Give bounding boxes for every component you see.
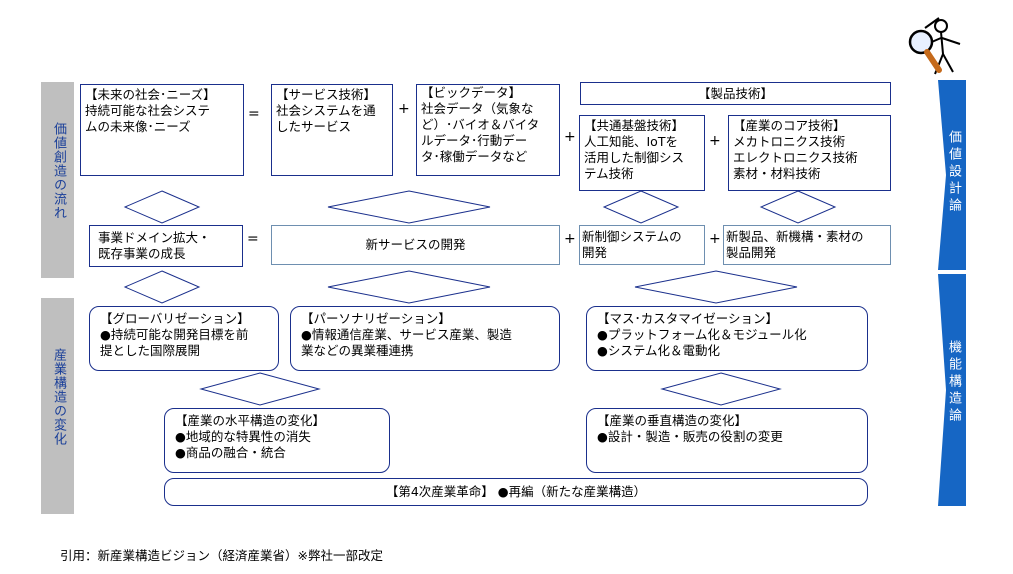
common-tech-box: 【共通基盤技術】 人工知能、IoTを 活用した制御シス テム技術 bbox=[579, 115, 705, 191]
horizontal-structure-line: ●商品の融合・統合 bbox=[175, 445, 286, 460]
future-society-line: ムの未来像･ニーズ bbox=[85, 119, 191, 134]
tab-value-design bbox=[938, 80, 966, 270]
new-control-line: 開発 bbox=[582, 245, 608, 260]
domain-expansion-box: 事業ドメイン拡大・ 既存事業の成長 bbox=[89, 225, 243, 267]
core-tech-line: エレクトロニクス技術 bbox=[733, 150, 858, 165]
tab-function-structure bbox=[938, 274, 966, 506]
mass-customization-line: ●システム化＆電動化 bbox=[597, 343, 721, 358]
future-society-heading: 【未来の社会･ニーズ】 bbox=[85, 87, 216, 102]
plus-operator: + bbox=[564, 129, 576, 145]
flow-diamond bbox=[123, 270, 201, 304]
new-product-line: 新製品、新機構・素材の bbox=[726, 229, 864, 244]
big-data-line: ど）･バイオ＆バイタ bbox=[421, 117, 540, 132]
horizontal-structure-heading: 【産業の水平構造の変化】 bbox=[175, 413, 326, 428]
globalization-heading: 【グローバリゼーション】 bbox=[100, 311, 250, 326]
industrial-revolution-box: 【第4次産業革命】 ●再編（新たな産業構造） bbox=[164, 478, 868, 506]
core-tech-line: 素材・材料技術 bbox=[733, 166, 821, 181]
citation-text: 引用：新産業構造ビジョン（経済産業省）※弊社一部改定 bbox=[60, 548, 383, 563]
vertical-structure-line: ●設計・製造・販売の役割の変更 bbox=[597, 429, 783, 444]
core-tech-box: 【産業のコア技術】 メカトロニクス技術 エレクトロニクス技術 素材・材料技術 bbox=[728, 115, 891, 191]
big-data-line: タ･稼働データなど bbox=[421, 149, 528, 164]
new-control-box: 新制御システムの 開発 bbox=[579, 225, 705, 265]
horizontal-structure-box: 【産業の水平構造の変化】 ●地域的な特異性の消失 ●商品の融合・統合 bbox=[164, 408, 390, 473]
mass-customization-box: 【マス･カスタマイゼーション】 ●プラットフォーム化＆モジュール化 ●システム化… bbox=[586, 306, 868, 371]
plus-operator: + bbox=[709, 231, 721, 247]
big-data-box: 【ビックデータ】 社会データ（気象な ど）･バイオ＆バイタ ルデータ･行動デー … bbox=[416, 84, 560, 176]
new-service-label: 新サービスの開発 bbox=[365, 237, 466, 252]
new-product-line: 製品開発 bbox=[726, 245, 777, 260]
flow-diamond bbox=[602, 190, 680, 224]
globalization-line: ●持続可能な開発目標を前 bbox=[100, 327, 249, 342]
plus-operator: + bbox=[564, 231, 576, 247]
flow-diamond bbox=[327, 270, 491, 304]
equals-operator: = bbox=[247, 231, 259, 247]
personalization-heading: 【パーソナリゼーション】 bbox=[301, 311, 451, 326]
common-tech-line: テム技術 bbox=[584, 166, 634, 181]
globalization-box: 【グローバリゼーション】 ●持続可能な開発目標を前 提とした国際展開 bbox=[89, 306, 279, 371]
common-tech-line: 人工知能、IoTを bbox=[584, 134, 678, 149]
flow-diamond bbox=[660, 372, 782, 406]
flow-diamond bbox=[759, 190, 837, 224]
product-tech-heading: 【製品技術】 bbox=[697, 85, 773, 101]
new-service-box: 新サービスの開発 bbox=[271, 225, 560, 265]
plus-operator: + bbox=[398, 101, 410, 117]
big-data-heading: 【ビックデータ】 bbox=[421, 85, 522, 100]
globalization-line: 提とした国際展開 bbox=[100, 343, 201, 358]
domain-expansion-line: 既存事業の成長 bbox=[98, 246, 186, 261]
core-tech-line: メカトロニクス技術 bbox=[733, 134, 846, 149]
service-tech-line: 社会システムを通 bbox=[276, 103, 376, 118]
future-society-line: 持続可能な社会システ bbox=[85, 103, 211, 118]
big-data-line: 社会データ（気象な bbox=[421, 101, 534, 116]
vertical-structure-box: 【産業の垂直構造の変化】 ●設計・製造・販売の役割の変更 bbox=[586, 408, 868, 473]
equals-operator: = bbox=[248, 106, 260, 122]
personalization-line: 業などの異業種連携 bbox=[301, 343, 414, 358]
common-tech-heading: 【共通基盤技術】 bbox=[584, 118, 685, 133]
future-society-box: 【未来の社会･ニーズ】 持続可能な社会システ ムの未来像･ニーズ bbox=[80, 84, 244, 176]
sidebar-value-creation bbox=[41, 82, 74, 278]
tab-function-structure-label: 機能構造論 bbox=[946, 340, 961, 425]
flow-diamond bbox=[634, 270, 798, 304]
domain-expansion-line: 事業ドメイン拡大・ bbox=[98, 230, 211, 245]
tab-value-design-label: 価値設計論 bbox=[946, 130, 961, 215]
personalization-line: ●情報通信産業、サービス産業、製造 bbox=[301, 327, 512, 342]
industrial-revolution-label: 【第4次産業革命】 ●再編（新たな産業構造） bbox=[385, 484, 647, 499]
new-product-box: 新製品、新機構・素材の 製品開発 bbox=[723, 225, 891, 265]
personalization-box: 【パーソナリゼーション】 ●情報通信産業、サービス産業、製造 業などの異業種連携 bbox=[290, 306, 560, 371]
flow-diamond bbox=[327, 190, 491, 224]
horizontal-structure-line: ●地域的な特異性の消失 bbox=[175, 429, 311, 444]
core-tech-heading: 【産業のコア技術】 bbox=[733, 118, 846, 133]
flow-diamond bbox=[123, 190, 201, 224]
mass-customization-heading: 【マス･カスタマイゼーション】 bbox=[597, 311, 779, 326]
new-control-line: 新制御システムの bbox=[582, 229, 682, 244]
service-tech-line: したサービス bbox=[276, 119, 352, 134]
flow-diamond bbox=[199, 372, 321, 406]
vertical-structure-heading: 【産業の垂直構造の変化】 bbox=[597, 413, 748, 428]
magnifier-person-icon bbox=[908, 17, 961, 75]
sidebar-industry-change-label: 産業構造の変化 bbox=[51, 348, 66, 446]
common-tech-line: 活用した制御シス bbox=[584, 150, 685, 165]
service-tech-box: 【サービス技術】 社会システムを通 したサービス bbox=[271, 84, 393, 176]
mass-customization-line: ●プラットフォーム化＆モジュール化 bbox=[597, 327, 807, 342]
service-tech-heading: 【サービス技術】 bbox=[276, 87, 377, 102]
sidebar-value-creation-label: 価値創造の流れ bbox=[51, 122, 66, 220]
big-data-line: ルデータ･行動デー bbox=[421, 133, 528, 148]
sidebar-industry-change bbox=[41, 298, 74, 514]
product-tech-box: 【製品技術】 bbox=[580, 82, 891, 105]
plus-operator: + bbox=[709, 133, 721, 149]
